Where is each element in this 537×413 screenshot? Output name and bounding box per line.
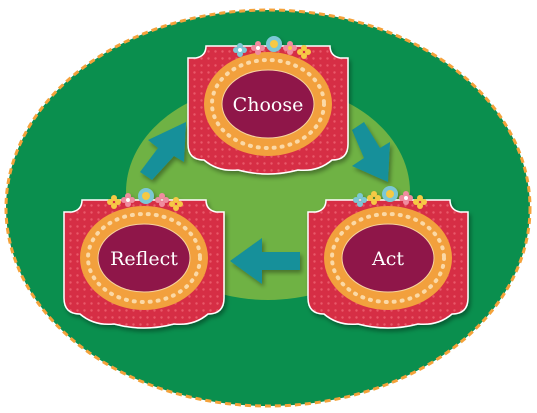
node-act (307, 186, 469, 329)
flower-decoration (107, 188, 183, 211)
node-choose (187, 36, 349, 175)
node-label-choose: Choose (233, 94, 304, 116)
arrow-reflect-to-choose (140, 122, 186, 180)
arrow-act-to-reflect (230, 238, 300, 284)
flower-decoration (353, 186, 427, 209)
node-label-reflect: Reflect (110, 248, 178, 270)
node-reflect (63, 188, 225, 329)
flower-decoration (233, 36, 311, 59)
node-label-act: Act (371, 248, 404, 270)
arrow-choose-to-act (352, 122, 390, 182)
